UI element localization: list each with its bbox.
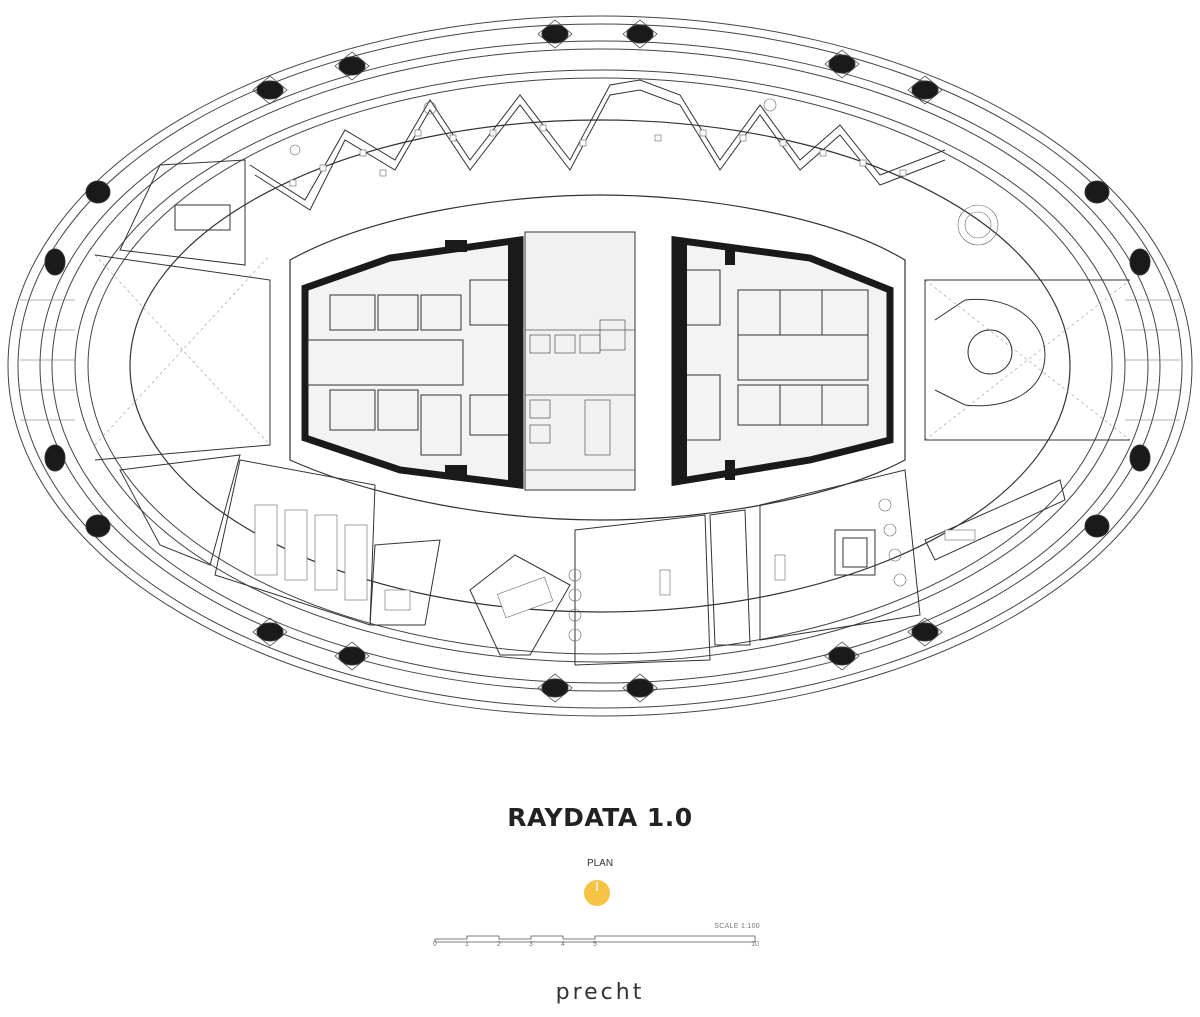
atrium-voids — [94, 254, 1131, 446]
floor-slab — [129, 119, 1071, 613]
core-east — [671, 236, 894, 487]
scale-tick-0: 0 — [433, 941, 437, 948]
east-round-lobby — [934, 298, 1046, 407]
view-label: PLAN — [586, 858, 614, 869]
column-housings — [252, 19, 943, 703]
scale-tick-1: 1 — [465, 941, 469, 948]
scale-label: SCALE 1:100 — [714, 923, 760, 930]
drawing-title: RAYDATA 1.0 — [507, 803, 693, 832]
core-center — [524, 231, 636, 491]
south-planters — [568, 498, 907, 642]
facade-rings — [7, 15, 1193, 717]
facade-mullions — [20, 299, 1180, 421]
core-ring — [289, 194, 906, 521]
atrium-edges — [94, 254, 1130, 461]
round-tables — [289, 98, 999, 246]
brand-logo: precht — [555, 980, 645, 1005]
north-chairs — [289, 124, 907, 187]
scale-tick-3: 3 — [529, 941, 533, 948]
floor-plan — [7, 15, 1193, 717]
scale-tick-4: 4 — [561, 941, 565, 948]
scale-bar — [434, 935, 756, 943]
south-desks — [254, 504, 976, 619]
scale-tick-2: 2 — [497, 941, 501, 948]
north-workstations — [249, 79, 946, 211]
south-offices — [119, 454, 1066, 666]
scale-tick-10: 10 — [751, 941, 759, 948]
core-west — [301, 235, 524, 489]
structural-columns — [44, 24, 1151, 698]
north-arrow-icon — [584, 880, 610, 906]
scale-tick-5: 5 — [593, 941, 597, 948]
west-meeting-room — [119, 159, 246, 266]
